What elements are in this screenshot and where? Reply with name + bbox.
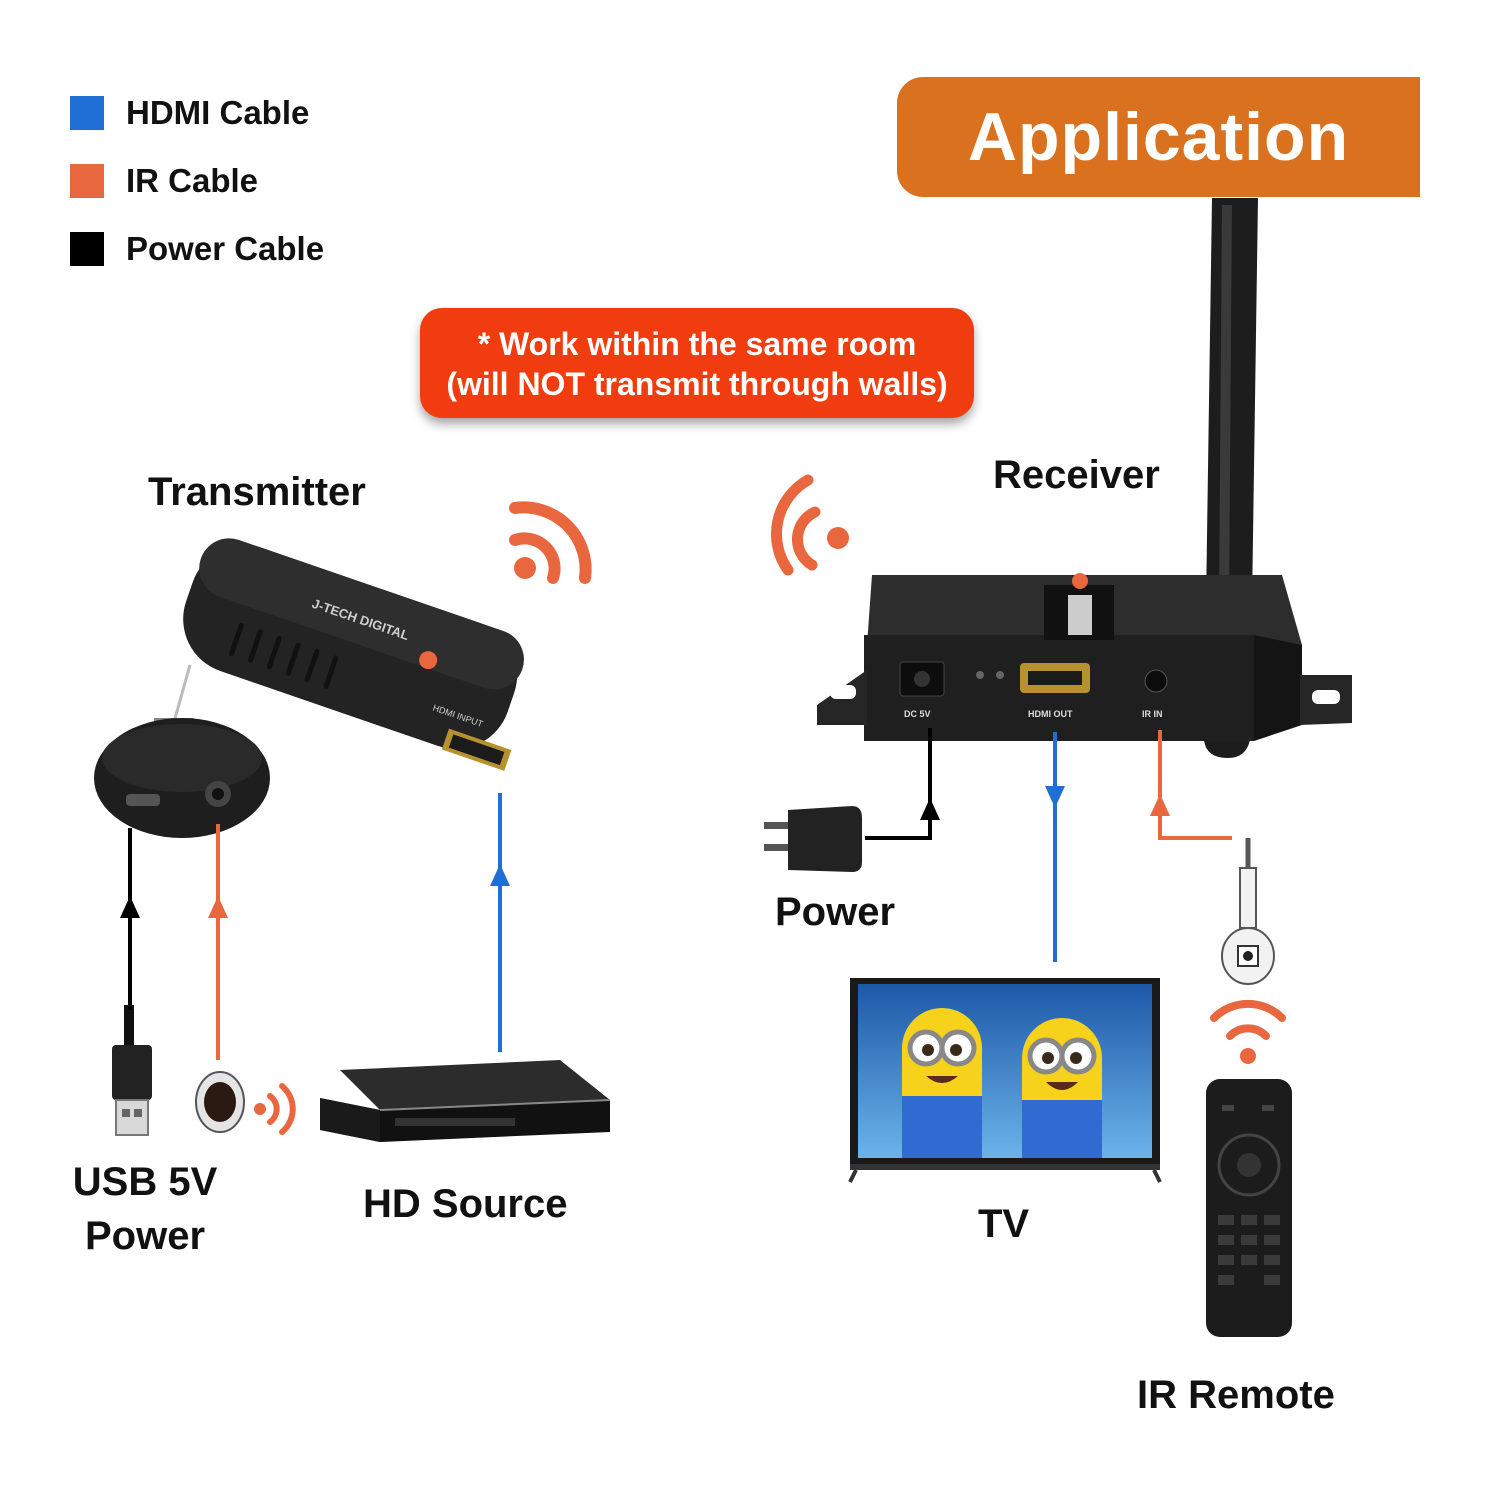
legend-item-power: Power Cable [70, 230, 324, 268]
transmitter-label: Transmitter [148, 470, 366, 514]
transmitter-adapter [94, 664, 270, 838]
transmitter-device: J-TECH DIGITAL HDMI INPUT [183, 538, 524, 771]
tv-screen [848, 978, 1162, 1183]
receiver-hdmi-label: HDMI OUT [1028, 709, 1073, 719]
wifi-signal-icon [509, 501, 592, 584]
ir-emitter-icon [1221, 838, 1275, 985]
legend-item-ir: IR Cable [70, 162, 258, 200]
range-warning-note: * Work within the same room (will NOT tr… [420, 308, 974, 418]
wifi-signal-icon [770, 474, 849, 576]
legend-label: IR Cable [126, 162, 259, 199]
tv-label: TV [978, 1202, 1030, 1246]
note-line-1: * Work within the same room [477, 326, 917, 362]
receiver-dc-label: DC 5V [904, 709, 931, 719]
receiver-label: Receiver [993, 453, 1160, 497]
ir-signal-icon [1210, 999, 1286, 1064]
legend-label: Power Cable [126, 230, 325, 267]
legend-label: HDMI Cable [126, 94, 310, 131]
hd-source-label: HD Source [363, 1182, 568, 1226]
usb-power-line-1: USB 5V [72, 1160, 218, 1204]
banner-title: Application [967, 99, 1350, 175]
usb-power-label: USB 5V Power [60, 1155, 230, 1263]
power-adapter-icon [764, 806, 862, 872]
ir-remote-device [1206, 1079, 1292, 1337]
ir-swatch [70, 164, 104, 198]
application-banner: Application [897, 77, 1420, 197]
legend-item-hdmi: HDMI Cable [70, 94, 309, 132]
power-label: Power [775, 890, 896, 934]
note-line-2: (will NOT transmit through walls) [446, 366, 948, 402]
receiver-device: DC 5V HDMI OUT IR IN [817, 573, 1352, 741]
hdmi-swatch [70, 96, 104, 130]
usb-power-line-2: Power [84, 1214, 206, 1258]
ir-signal-icon [254, 1083, 296, 1135]
power-swatch [70, 232, 104, 266]
ir-receiver-sensor-icon [195, 1071, 245, 1133]
ir-remote-label: IR Remote [1137, 1373, 1335, 1417]
hd-source-player [320, 1060, 611, 1142]
usb-plug-icon [112, 1005, 152, 1136]
receiver-ir-label: IR IN [1142, 709, 1163, 719]
